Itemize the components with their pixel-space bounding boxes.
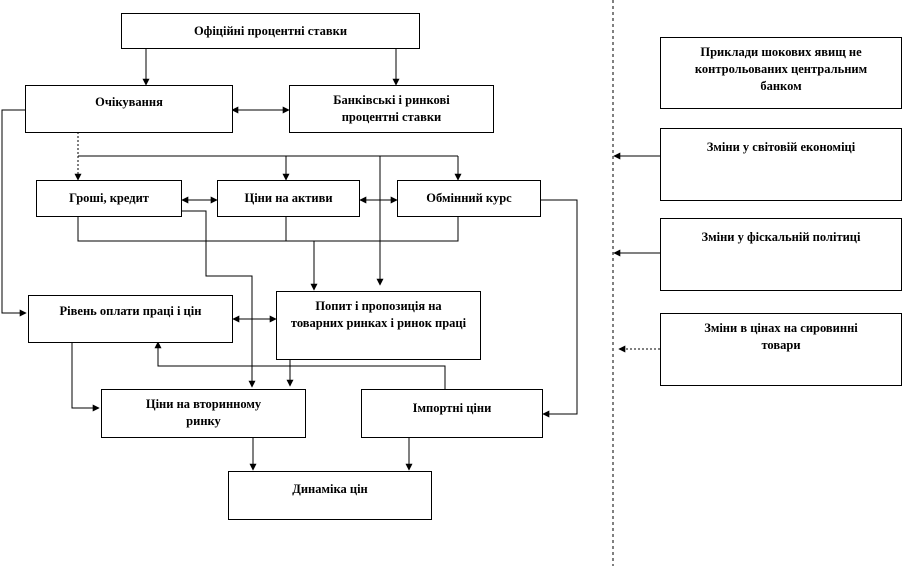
official-rates-label: Офіційні процентні ставки — [193, 23, 348, 38]
exchange-rate-box: Обмінний курс — [397, 180, 541, 217]
shock-fiscal-policy-box: Зміни у фіскальній політиці — [660, 218, 902, 291]
bank-market-rates-label: Банківські і ринкові процентні ставки — [333, 93, 450, 124]
shock-world-economy-label: Зміни у світовій економіці — [706, 140, 856, 154]
shock-fiscal-policy-label: Зміни у фіскальній політиці — [701, 230, 861, 244]
import-prices-box: Імпортні ціни — [361, 389, 543, 438]
shock-world-economy-box: Зміни у світовій економіці — [660, 128, 902, 201]
side-panel-title-box: Приклади шокових явищ не контрольованих … — [660, 37, 902, 109]
import-prices-label: Імпортні ціни — [412, 401, 492, 415]
bank-market-rates-box: Банківські і ринкові процентні ставки — [289, 85, 494, 133]
price-dynamics-box: Динаміка цін — [228, 471, 432, 520]
shock-commodity-prices-label: Зміни в цінах на сировинні товари — [704, 321, 858, 352]
expectations-label: Очікування — [95, 94, 163, 109]
wage-price-level-box: Рівень оплати праці і цін — [28, 295, 233, 343]
supply-demand-label: Попит і пропозиція на товарних ринках і … — [290, 299, 467, 330]
money-credit-box: Гроші, кредит — [36, 180, 182, 217]
exchange-rate-label: Обмінний курс — [426, 191, 512, 205]
money-credit-label: Гроші, кредит — [69, 191, 149, 205]
wage-price-level-label: Рівень оплати праці і цін — [59, 303, 202, 318]
official-rates-box: Офіційні процентні ставки — [121, 13, 420, 49]
asset-prices-box: Ціни на активи — [217, 180, 360, 217]
asset-prices-label: Ціни на активи — [244, 191, 333, 205]
supply-demand-box: Попит і пропозиція на товарних ринках і … — [276, 291, 481, 360]
shock-commodity-prices-box: Зміни в цінах на сировинні товари — [660, 313, 902, 386]
side-panel-title: Приклади шокових явищ не контрольованих … — [694, 45, 868, 93]
secondary-market-prices-box: Ціни на вторинному ринку — [101, 389, 306, 438]
expectations-box: Очікування — [25, 85, 233, 133]
secondary-market-prices-label: Ціни на вторинному ринку — [145, 397, 262, 428]
price-dynamics-label: Динаміка цін — [292, 482, 368, 496]
